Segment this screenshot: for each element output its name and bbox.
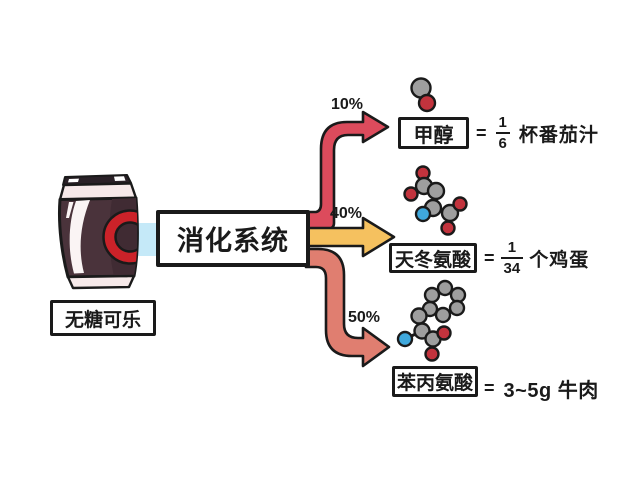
- percent-label-40: 40%: [330, 205, 363, 222]
- fraction-numerator: 1: [507, 239, 517, 256]
- fraction-denominator: 6: [495, 132, 510, 151]
- carbon-atom: [436, 279, 454, 297]
- product-box-phenylalanine: 苯丙氨酸: [392, 366, 478, 397]
- carbon-atom: [423, 286, 441, 304]
- comparison-text-egg: 个鸡蛋: [529, 249, 590, 271]
- arrow-50-percent: [304, 247, 391, 368]
- carbon-atom: [426, 181, 446, 201]
- nitrogen-atom: [396, 330, 414, 348]
- oxygen-atom: [440, 220, 456, 236]
- equals-sign: =: [484, 247, 495, 268]
- methanol-label: 甲醇: [413, 124, 454, 147]
- comparison-text-tomato-juice: 杯番茄汁: [518, 124, 599, 146]
- oxygen-atom: [417, 93, 437, 113]
- aspartic-acid-label: 天冬氨酸: [394, 249, 471, 271]
- carbon-atom: [448, 299, 466, 317]
- methanol-molecule: [410, 77, 437, 113]
- oxygen-atom: [436, 325, 452, 341]
- oxygen-atom: [452, 196, 468, 212]
- fraction-one-sixth: 1 6: [495, 114, 510, 151]
- can-highlight: [69, 200, 90, 274]
- source-label-box: 无糖可乐: [50, 300, 156, 336]
- carbon-atom: [434, 306, 452, 324]
- can-logo-outline-inner: [114, 221, 138, 253]
- arrow-10-percent: [304, 110, 390, 231]
- can-lid-highlight: [114, 176, 126, 181]
- equation-methanol: = 1 6 杯番茄汁: [476, 111, 599, 155]
- can-bottom-rim: [66, 274, 136, 290]
- arrow-40-percent: [304, 216, 396, 258]
- system-label: 消化系统: [177, 226, 289, 256]
- product-box-aspartic-acid: 天冬氨酸: [389, 243, 477, 273]
- equals-sign: =: [476, 122, 487, 143]
- phenylalanine-label: 苯丙氨酸: [396, 373, 473, 394]
- equation-aspartic-acid: = 1 34 个鸡蛋: [484, 236, 589, 280]
- can-lid-highlight: [68, 178, 79, 183]
- fraction-one-thirtyfourth: 1 34: [500, 239, 524, 276]
- system-box: 消化系统: [156, 210, 310, 267]
- carbon-atom: [410, 307, 428, 325]
- percent-label-50: 50%: [348, 309, 381, 326]
- nitrogen-atom: [414, 205, 432, 223]
- can-logo-ring: [104, 211, 138, 263]
- phenylalanine-molecule: [396, 279, 467, 362]
- fraction-denominator: 34: [500, 257, 524, 276]
- cola-can-illustration: [58, 174, 139, 290]
- aspartic-acid-molecule: [403, 165, 468, 236]
- equals-sign: =: [484, 377, 495, 398]
- can-logo-outline-outer: [102, 209, 138, 265]
- source-label: 无糖可乐: [64, 309, 141, 331]
- comparison-text-beef: 3~5g 牛肉: [503, 379, 599, 402]
- fraction-numerator: 1: [498, 114, 507, 131]
- oxygen-atom: [424, 346, 440, 362]
- can-highlight-slash: [66, 202, 74, 218]
- equation-phenylalanine: = 3~5g 牛肉: [484, 374, 599, 402]
- oxygen-atom: [403, 186, 419, 202]
- percent-label-10: 10%: [331, 96, 364, 113]
- product-box-methanol: 甲醇: [398, 117, 469, 149]
